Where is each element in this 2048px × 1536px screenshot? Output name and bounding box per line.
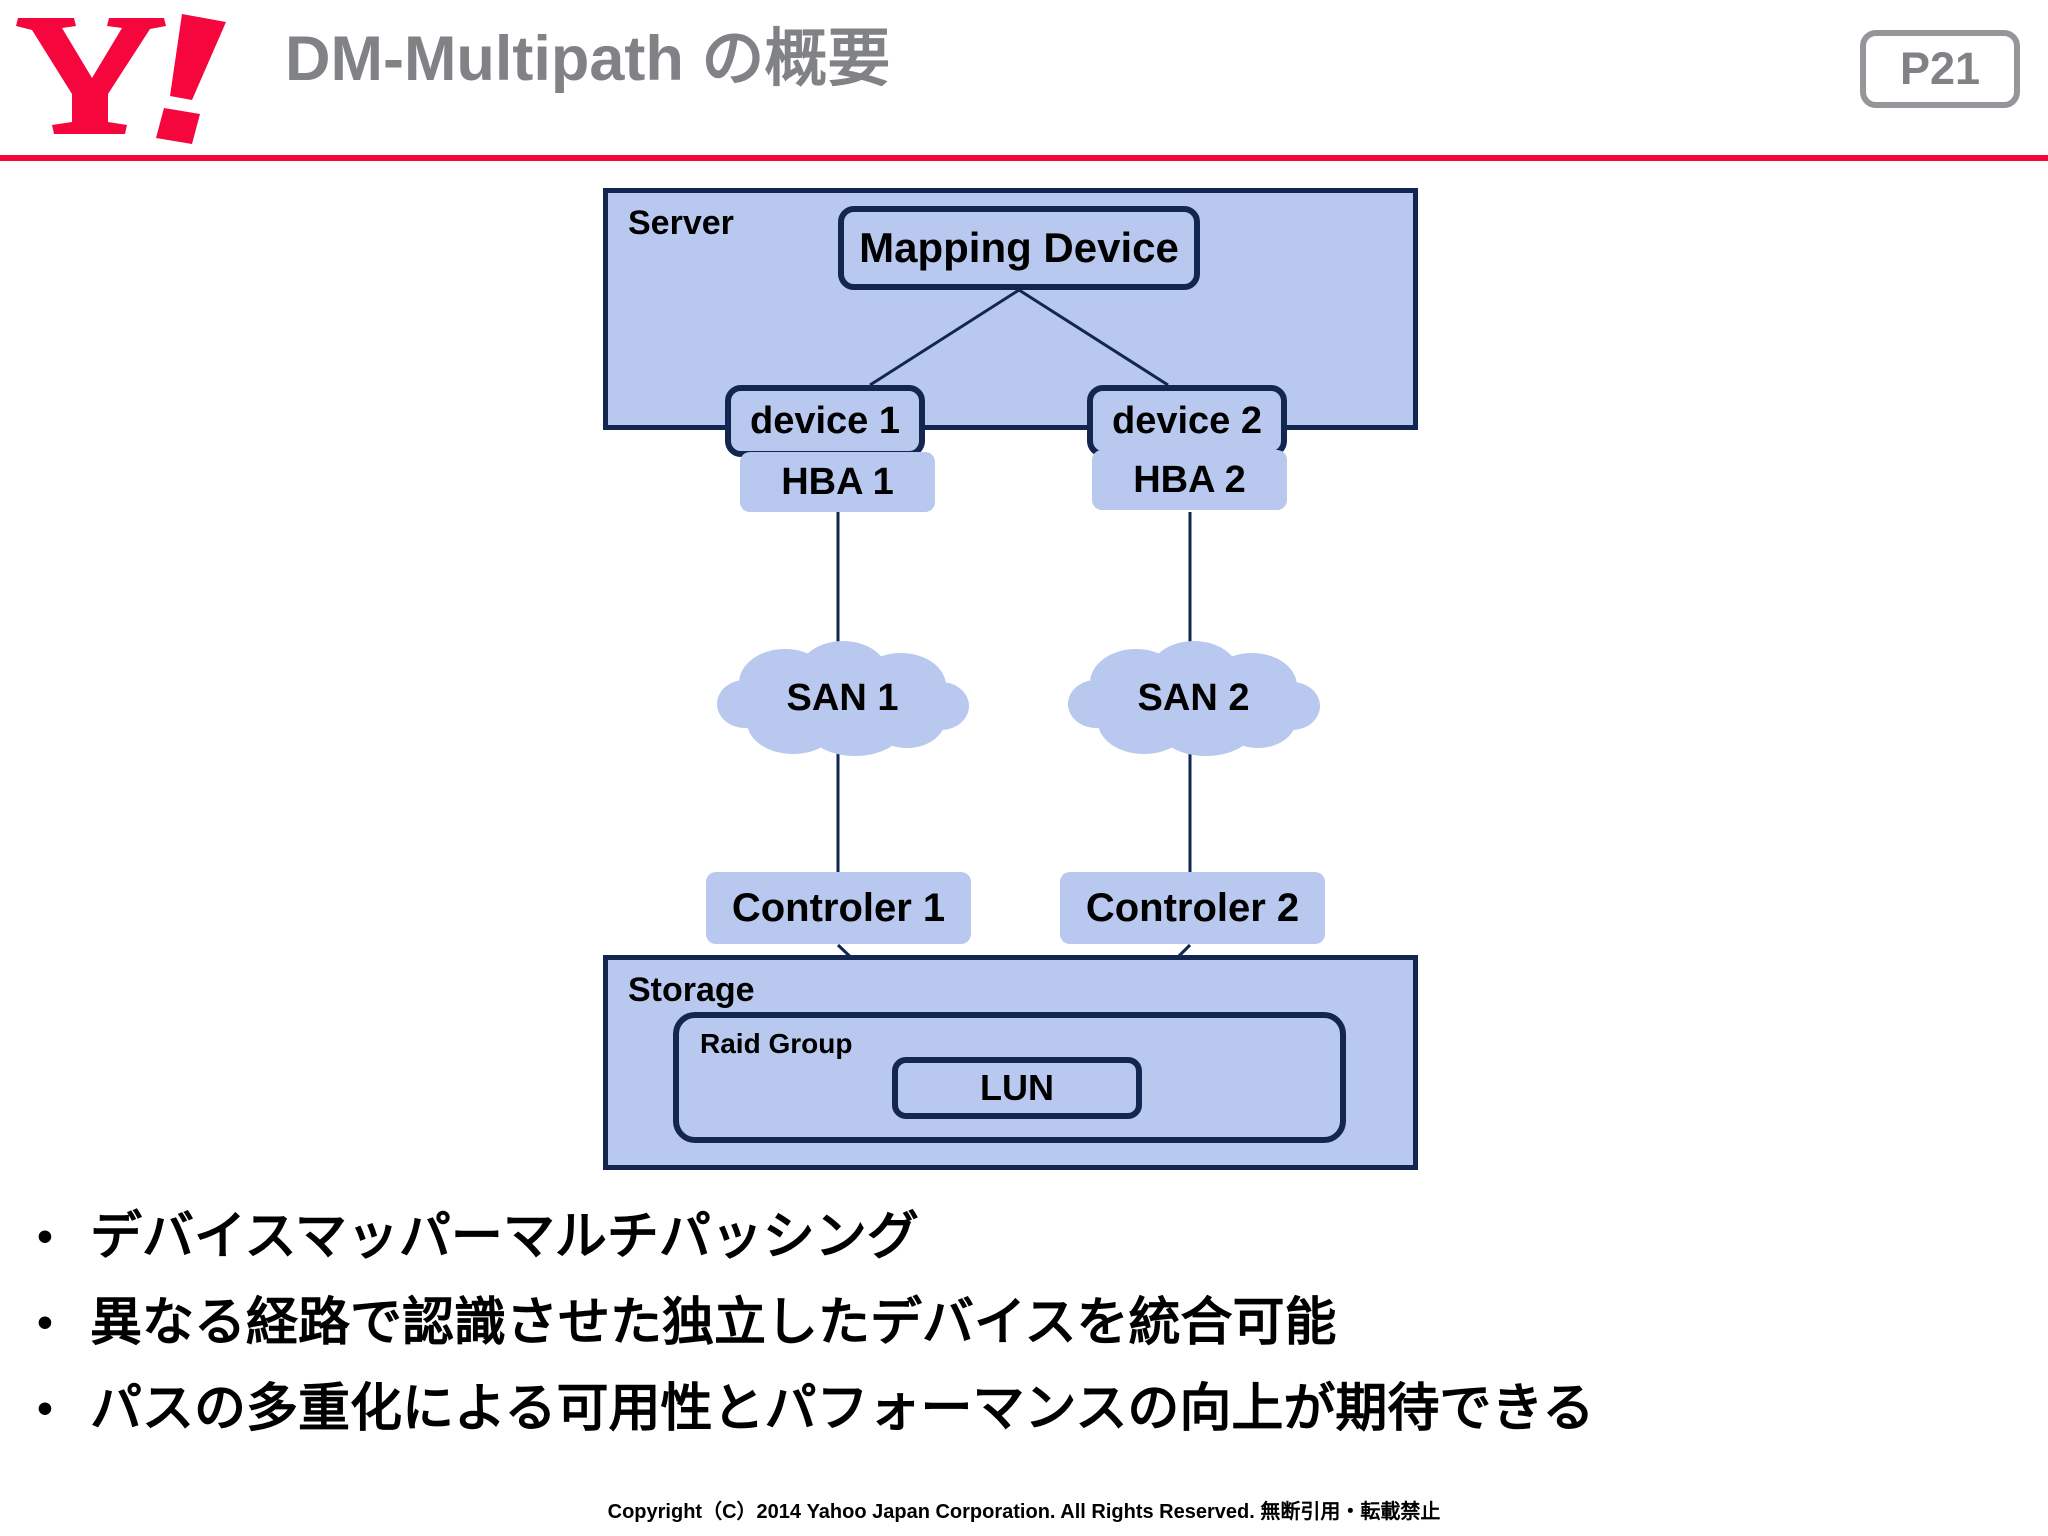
copyright-footer: Copyright（C）2014 Yahoo Japan Corporation… [607, 1501, 1441, 1523]
storage-label: Storage [628, 971, 755, 1009]
mapping-device-label: Mapping Device [859, 224, 1179, 271]
raid-group-label: Raid Group [700, 1028, 853, 1059]
device-2-label: device 2 [1112, 399, 1262, 442]
page-title: DM-Multipath の概要 [285, 24, 891, 94]
bullet-marker-icon: • [37, 1212, 53, 1261]
hba-2-label: HBA 2 [1133, 458, 1246, 501]
bullet-text: 異なる経路で認識させた独立したデバイスを統合可能 [90, 1293, 1337, 1353]
device-2-node: device 2 [1087, 385, 1287, 457]
bullet-marker-icon: • [37, 1384, 53, 1433]
bullet-list: • デバイスマッパーマルチパッシング • 異なる経路で認識させた独立したデバイス… [0, 1205, 2048, 1463]
lun-label: LUN [980, 1067, 1054, 1108]
san-2-label: SAN 2 [1137, 676, 1250, 719]
hba-1-node: HBA 1 [740, 452, 935, 512]
list-item: • デバイスマッパーマルチパッシング [0, 1205, 2048, 1269]
hba-2-node: HBA 2 [1092, 450, 1287, 510]
san-2-node: SAN 2 [1066, 638, 1321, 758]
san-1-node: SAN 1 [715, 638, 970, 758]
dm-multipath-diagram: Server Mapping Device device 1 device 2 … [0, 160, 2048, 1210]
bullet-text: パスの多重化による可用性とパフォーマンスの向上が期待できる [90, 1379, 1595, 1439]
bullet-text: デバイスマッパーマルチパッシング [90, 1207, 919, 1267]
cloud-icon [717, 641, 969, 756]
header-divider [0, 155, 2048, 161]
list-item: • パスの多重化による可用性とパフォーマンスの向上が期待できる [0, 1377, 2048, 1441]
lun-node: LUN [892, 1057, 1142, 1119]
mapping-device-node: Mapping Device [838, 206, 1200, 290]
controler-2-node: Controler 2 [1060, 872, 1325, 944]
controler-1-label: Controler 1 [731, 885, 946, 930]
list-item: • 異なる経路で認識させた独立したデバイスを統合可能 [0, 1291, 2048, 1355]
cloud-icon [1068, 641, 1320, 756]
slide-header: DM-Multipath の概要 P21 [0, 0, 2048, 161]
bullet-marker-icon: • [37, 1298, 53, 1347]
yahoo-logo [14, 4, 254, 144]
controler-2-label: Controler 2 [1085, 885, 1300, 930]
device-1-label: device 1 [750, 399, 900, 442]
san-1-label: SAN 1 [786, 676, 899, 719]
hba-1-label: HBA 1 [781, 460, 894, 503]
device-1-node: device 1 [725, 385, 925, 457]
page-number-badge: P21 [1860, 30, 2020, 108]
controler-1-node: Controler 1 [706, 872, 971, 944]
server-label: Server [628, 204, 734, 242]
